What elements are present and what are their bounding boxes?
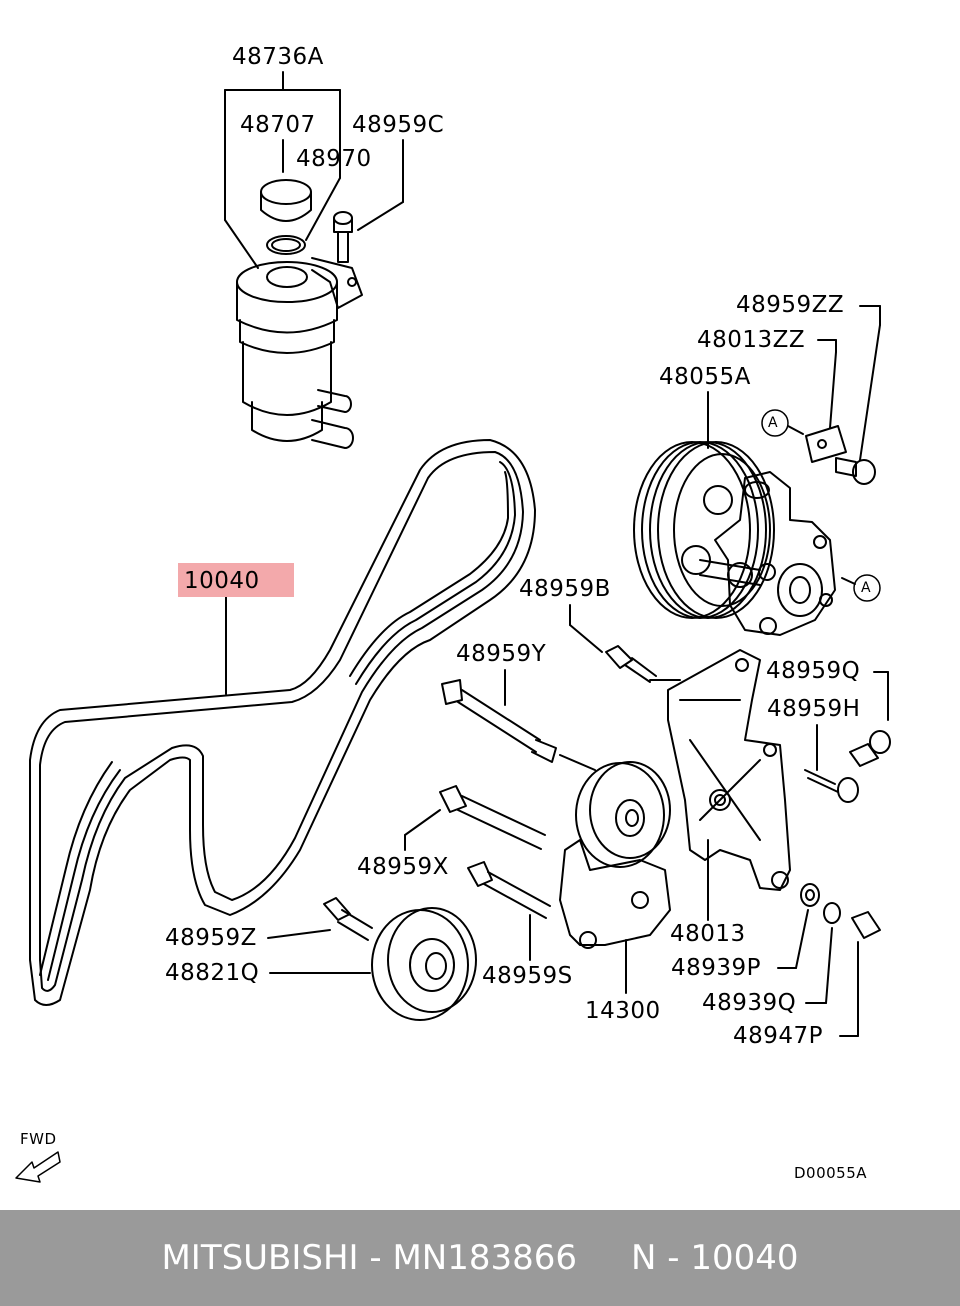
diagram-code: D00055A: [794, 1164, 868, 1182]
callout-a-bottom: [853, 574, 881, 602]
label-48055a: 48055A: [659, 364, 751, 390]
label-48959b: 48959B: [519, 576, 611, 602]
label-48013zz: 48013ZZ: [697, 327, 806, 353]
label-48959c: 48959C: [352, 112, 445, 138]
callout-a-top: [761, 409, 789, 437]
label-48939q: 48939Q: [702, 990, 797, 1016]
label-48970: 48970: [296, 146, 372, 172]
label-48947p: 48947P: [733, 1023, 824, 1049]
label-48959s: 48959S: [482, 963, 573, 989]
label-48959x: 48959X: [357, 854, 449, 880]
label-48736a: 48736A: [232, 44, 324, 70]
label-48959y: 48959Y: [456, 641, 547, 667]
highlight-box: [178, 563, 294, 597]
label-48959z: 48959Z: [165, 925, 257, 951]
label-48707: 48707: [240, 112, 316, 138]
callout-a-top-label: A: [768, 415, 779, 431]
mounting-bracket: [569, 604, 891, 1037]
idler-pulley: [267, 897, 477, 1021]
label-48959zz: 48959ZZ: [736, 292, 845, 318]
fwd-arrow-icon: [15, 1151, 61, 1183]
power-steering-pump: [633, 305, 881, 636]
label-48959q: 48959Q: [766, 658, 861, 684]
label-48959h: 48959H: [767, 696, 861, 722]
parts-diagram: [15, 71, 891, 1183]
reservoir-assembly: [224, 71, 404, 449]
label-48821q: 48821Q: [165, 960, 260, 986]
label-48939p: 48939P: [671, 955, 762, 981]
belt-10040: [29, 439, 536, 1006]
fwd-label: FWD: [20, 1130, 57, 1148]
label-10040: 10040: [184, 568, 260, 594]
label-48013: 48013: [670, 921, 746, 947]
callout-a-bottom-label: A: [861, 580, 872, 596]
tensioner-assembly: [404, 669, 671, 994]
footer-text: MITSUBISHI - MN183866 N - 10040: [161, 1238, 799, 1278]
label-14300: 14300: [585, 998, 661, 1024]
footer-bar: MITSUBISHI - MN183866 N - 10040: [0, 1210, 960, 1306]
